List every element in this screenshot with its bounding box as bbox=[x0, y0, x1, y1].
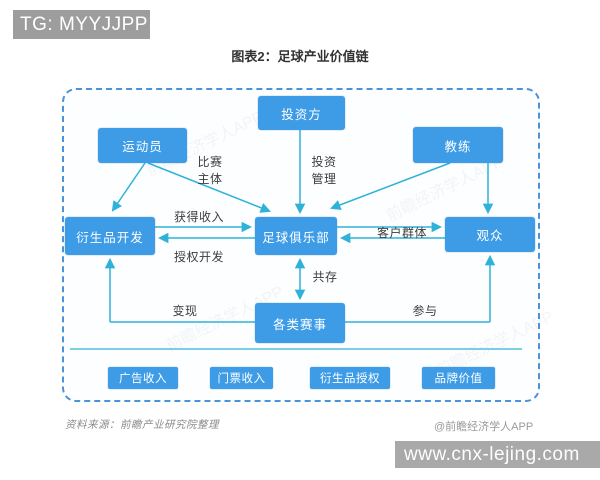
tg-badge: TG: MYYJJPP bbox=[13, 10, 150, 39]
node-coach-label: 教练 bbox=[444, 139, 472, 154]
node-club: 足球俱乐部 bbox=[255, 217, 337, 255]
edge-label-gain-income: 获得收入 bbox=[173, 210, 224, 224]
node-club-label: 足球俱乐部 bbox=[262, 230, 330, 245]
node-ad-revenue: 广告收入 bbox=[108, 367, 178, 389]
node-brand-value: 品牌价值 bbox=[422, 367, 495, 389]
site-watermark-bar: www.cnx-lejing.com bbox=[395, 441, 600, 468]
edge-label-participate: 参与 bbox=[412, 304, 438, 318]
node-athlete: 运动员 bbox=[98, 128, 187, 163]
edge-label-license-dev: 授权开发 bbox=[173, 250, 224, 264]
node-investor-label: 投资方 bbox=[281, 107, 322, 122]
edge-athlete-derivatives bbox=[111, 162, 146, 212]
node-derivatives: 衍生品开发 bbox=[65, 217, 155, 255]
node-brand-value-label: 品牌价值 bbox=[434, 373, 483, 385]
node-events-label: 各类赛事 bbox=[272, 317, 327, 332]
node-coach: 教练 bbox=[413, 127, 503, 163]
edge-coach-club bbox=[330, 162, 451, 210]
edge-label-monetize: 变现 bbox=[172, 304, 198, 318]
node-athlete-label: 运动员 bbox=[122, 140, 163, 154]
node-ticket-revenue-label: 门票收入 bbox=[217, 373, 266, 385]
figure-title: 图表2：足球产业价值链 bbox=[231, 49, 369, 64]
node-ticket-revenue: 门票收入 bbox=[210, 367, 273, 389]
node-derivative-licensing: 衍生品授权 bbox=[310, 367, 390, 389]
edge-label-coexist: 共存 bbox=[312, 270, 338, 284]
node-ad-revenue-label: 广告收入 bbox=[119, 373, 167, 385]
edge-label-customer-group: 客户群体 bbox=[376, 226, 427, 240]
edge-label-investment-mgmt: 投资 管理 bbox=[311, 155, 337, 187]
app-credit: @前瞻经济学人APP bbox=[434, 421, 534, 433]
node-events: 各类赛事 bbox=[255, 303, 345, 343]
node-derivatives-label: 衍生品开发 bbox=[76, 230, 144, 245]
node-audience-label: 观众 bbox=[476, 229, 504, 243]
node-derivative-licensing-label: 衍生品授权 bbox=[320, 373, 380, 385]
edge-athlete-club bbox=[147, 162, 271, 213]
node-audience: 观众 bbox=[445, 217, 535, 252]
source-note: 资料来源：前瞻产业研究院整理 bbox=[65, 419, 219, 431]
edge-label-match-subject: 比赛 主体 bbox=[197, 155, 223, 187]
node-investor: 投资方 bbox=[258, 96, 345, 130]
